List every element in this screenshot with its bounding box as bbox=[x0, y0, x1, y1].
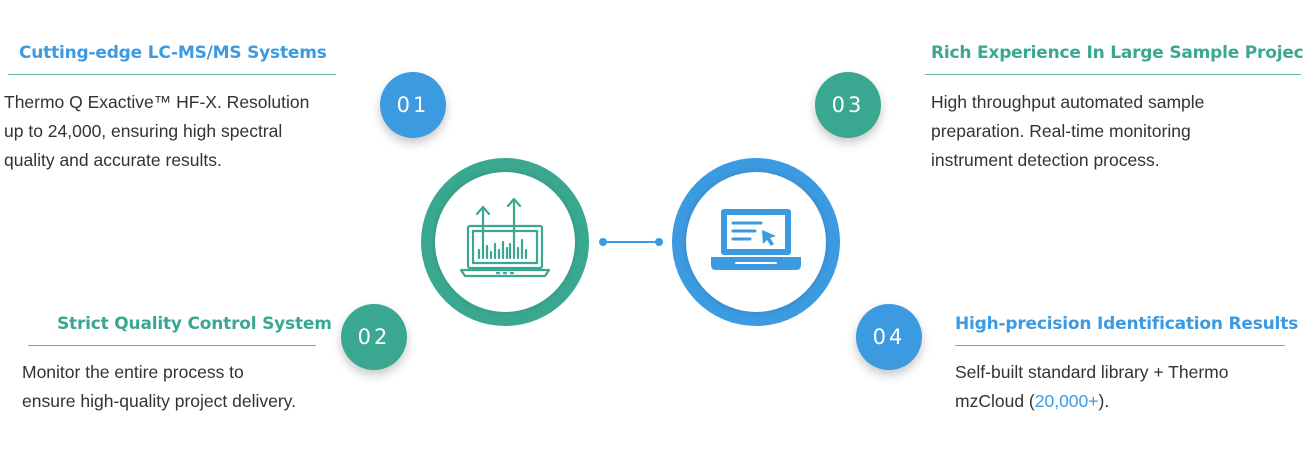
description-line: Monitor the entire process to bbox=[22, 362, 244, 382]
description-line: Self-built standard library + Thermo bbox=[955, 362, 1229, 382]
description-line: ensure high-quality project delivery. bbox=[22, 391, 296, 411]
feature-divider bbox=[8, 74, 336, 75]
connector-dot-right bbox=[655, 238, 663, 246]
number-badge-01: 01 bbox=[380, 72, 446, 138]
number-badge-02: 02 bbox=[341, 304, 407, 370]
report-ring bbox=[672, 158, 840, 326]
laptop-chart-icon bbox=[459, 197, 551, 287]
connector-dot-left bbox=[599, 238, 607, 246]
analytics-ring bbox=[421, 158, 589, 326]
description-line: Thermo Q Exactive™ HF-X. Resolution bbox=[4, 92, 310, 112]
feature-description-large-sample: High throughput automated sample prepara… bbox=[931, 88, 1204, 175]
ring-inner bbox=[686, 172, 826, 312]
feature-divider bbox=[925, 74, 1301, 75]
description-line: instrument detection process. bbox=[931, 150, 1160, 170]
connector-line bbox=[606, 241, 658, 243]
ring-inner bbox=[435, 172, 575, 312]
feature-divider bbox=[955, 345, 1285, 346]
feature-title-lcms: Cutting-edge LC-MS/MS Systems bbox=[19, 43, 327, 63]
feature-description-lcms: Thermo Q Exactive™ HF-X. Resolution up t… bbox=[4, 88, 309, 175]
description-text: ). bbox=[1098, 391, 1110, 411]
number-badge-03: 03 bbox=[815, 72, 881, 138]
description-line: mzCloud (20,000+). bbox=[955, 387, 1228, 416]
library-count-highlight: 20,000+ bbox=[1034, 391, 1099, 411]
feature-title-large-sample: Rich Experience In Large Sample Projects bbox=[931, 43, 1303, 63]
number-badge-04: 04 bbox=[856, 304, 922, 370]
description-line: preparation. Real-time monitoring bbox=[931, 121, 1191, 141]
feature-divider bbox=[28, 345, 316, 346]
description-line: High throughput automated sample bbox=[931, 92, 1205, 112]
feature-description-quality-control: Monitor the entire process to ensure hig… bbox=[22, 358, 296, 416]
feature-title-quality-control: Strict Quality Control System bbox=[57, 314, 332, 334]
description-line: up to 24,000, ensuring high spectral bbox=[4, 121, 283, 141]
feature-title-identification: High-precision Identification Results bbox=[955, 314, 1299, 334]
description-text: mzCloud ( bbox=[955, 391, 1035, 411]
laptop-screen-cursor-icon bbox=[710, 207, 802, 278]
description-line: quality and accurate results. bbox=[4, 150, 222, 170]
feature-description-identification: Self-built standard library + Thermo mzC… bbox=[955, 358, 1228, 416]
